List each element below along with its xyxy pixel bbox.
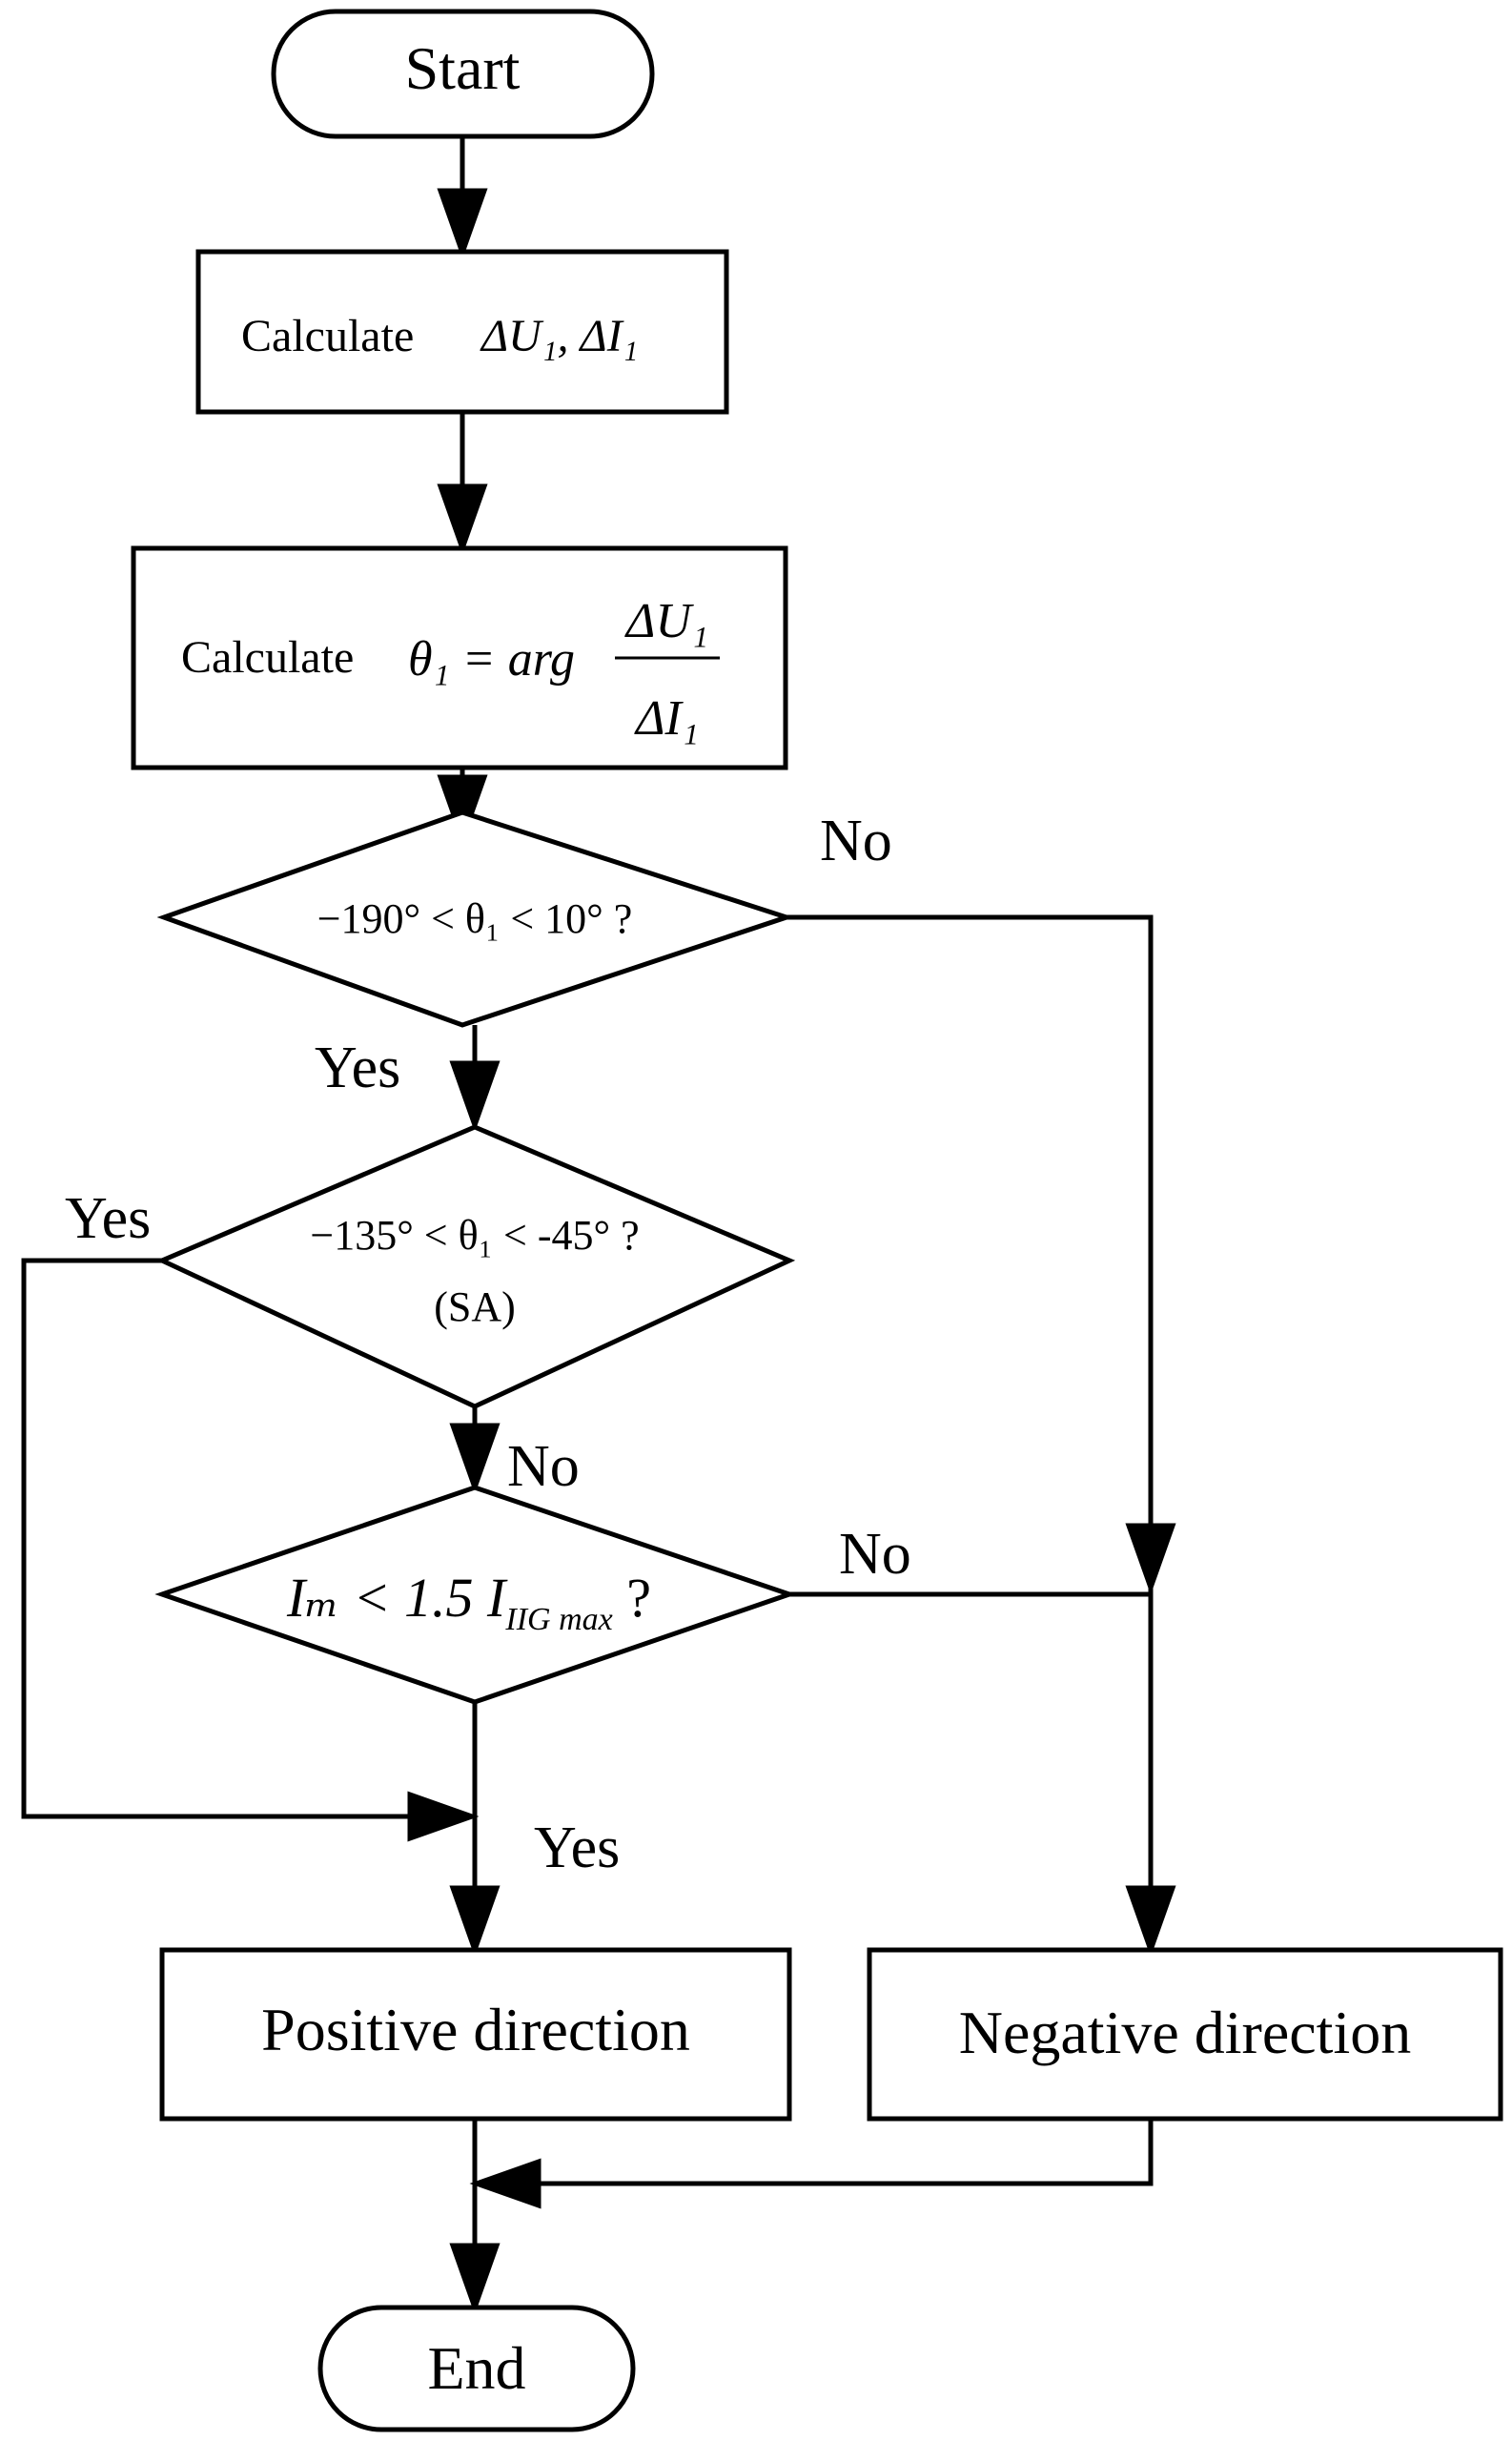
arrow-decision2-yes (21, 1258, 472, 1819)
label-decision1-yes: Yes (315, 1036, 400, 1100)
arrowhead (449, 1423, 501, 1495)
arrowhead (437, 188, 488, 260)
arrow-negative-to-merge (475, 2119, 1154, 2186)
calc-delta-expr: ΔU₁, ΔI₁ (480, 311, 638, 361)
arrowhead (449, 1060, 501, 1133)
calc-theta-denominator: ΔI₁ (634, 691, 699, 746)
negative-direction-label: Negative direction (959, 1999, 1411, 2066)
positive-direction-box: Positive direction (159, 1947, 792, 2122)
label-decision1-no: No (820, 809, 892, 873)
calc-theta-prefix: Calculate (181, 632, 354, 683)
negative-direction-box: Negative direction (867, 1947, 1503, 2122)
calc-delta-box: Calculate ΔU₁, ΔI₁ (195, 249, 729, 415)
label-decision2-no: No (507, 1434, 580, 1499)
end-label: End (427, 2334, 525, 2402)
start-label: Start (405, 34, 521, 102)
calc-theta-lhs: θ₁ = arg (408, 632, 575, 687)
arrow-decision1-no (787, 914, 1154, 1950)
decision-theta-range-1-text: −190° < θ₁ < 10° ? (317, 895, 633, 942)
arrowhead (437, 774, 488, 847)
arrowhead (407, 1791, 480, 1842)
calc-theta-numerator: ΔU₁ (624, 594, 708, 648)
arrowhead (437, 483, 488, 556)
positive-direction-label: Positive direction (261, 1996, 690, 2063)
start-terminal: Start (271, 9, 655, 139)
decision-theta-range-2: −135° < θ₁ < -45° ? (SA) (155, 1124, 796, 1409)
decision-theta-range-2-line2: (SA) (434, 1283, 516, 1330)
arrowhead (449, 2243, 501, 2315)
arrowhead (469, 2158, 541, 2209)
label-decision2-yes: Yes (65, 1186, 151, 1251)
calc-theta-box: Calculate θ₁ = arg ΔU₁ ΔI₁ (131, 545, 788, 770)
decision-theta-range-1: −190° < θ₁ < 10° ? (156, 810, 795, 1028)
end-terminal: End (317, 2305, 636, 2432)
decision-theta-range-2-line1: −135° < θ₁ < -45° ? (310, 1212, 639, 1259)
decision-current-limit: Iₘ < 1.5 IIIG max ? (154, 1485, 797, 1705)
arrowhead (1125, 1523, 1176, 1595)
decision-current-limit-text: Iₘ < 1.5 IIIG max ? (286, 1567, 651, 1637)
label-decision3-yes: Yes (534, 1815, 620, 1880)
label-decision3-no: No (839, 1522, 911, 1587)
arrowhead (449, 1885, 501, 1958)
connectors (21, 136, 1176, 2315)
arrowhead (1125, 1885, 1176, 1958)
calc-delta-prefix: Calculate (241, 311, 414, 361)
